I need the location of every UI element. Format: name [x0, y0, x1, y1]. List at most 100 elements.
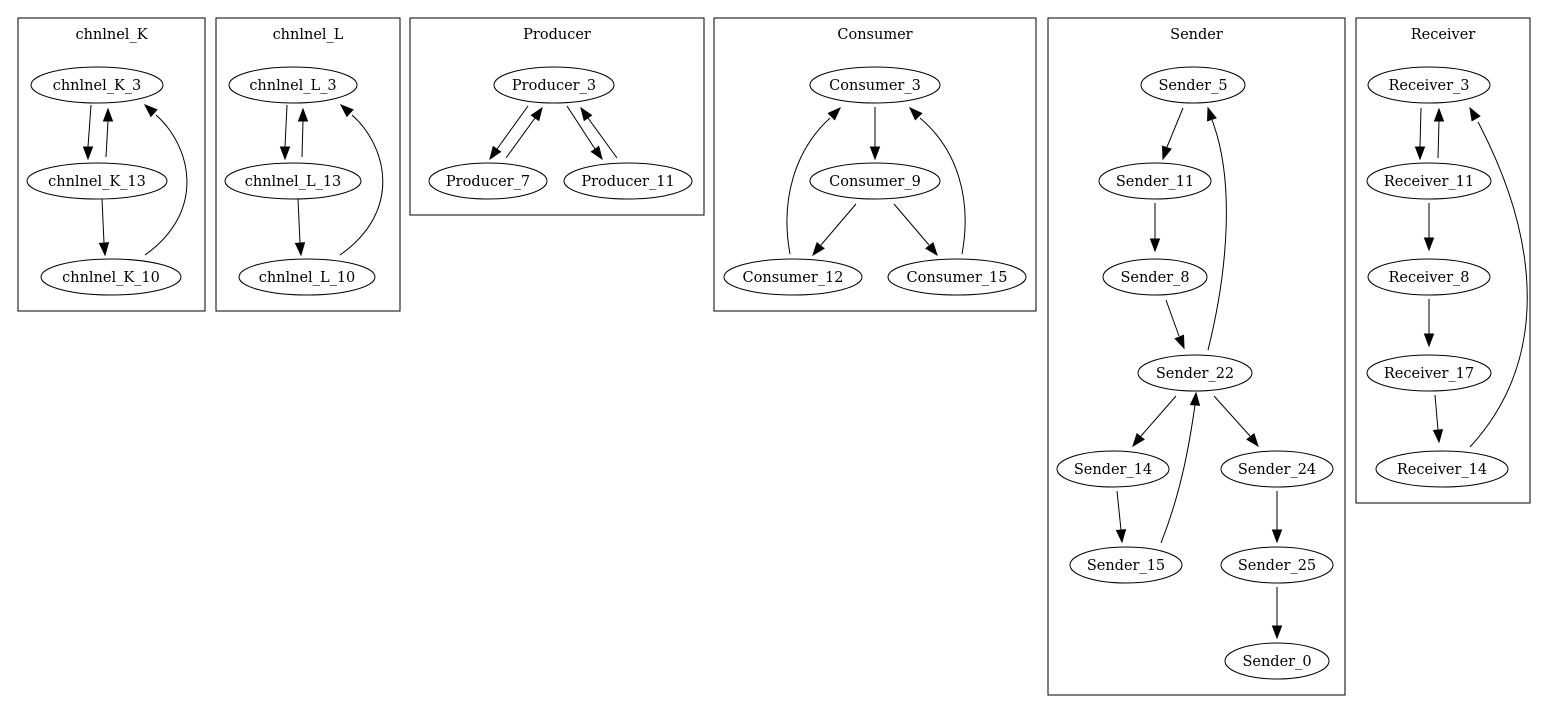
edge-Producer_3-to-Producer_11	[566, 105, 603, 161]
edge-line	[1165, 299, 1180, 337]
node-ellipse	[1224, 642, 1330, 680]
cluster-chnlnel_L: chnlnel_L	[215, 17, 401, 312]
cluster-label: Producer	[523, 27, 591, 43]
cluster-box	[1047, 17, 1346, 696]
arrowhead	[1433, 107, 1445, 122]
node-ellipse	[809, 66, 941, 104]
arrowhead	[1206, 106, 1217, 122]
node-label: Sender_11	[1116, 174, 1194, 190]
node-label: Sender_5	[1158, 78, 1227, 94]
node-ellipse	[887, 258, 1027, 296]
edge-line	[301, 120, 304, 158]
edge-line	[1207, 119, 1227, 351]
edge-Sender_15-to-Sender_22	[1160, 391, 1201, 544]
node-ellipse	[1220, 546, 1334, 584]
arrowhead	[580, 106, 593, 122]
node-chnlnel_L_13: chnlnel_L_13	[224, 162, 362, 200]
node-ellipse	[563, 162, 693, 200]
node-Sender_22: Sender_22	[1137, 354, 1253, 392]
node-Sender_11: Sender_11	[1098, 162, 1212, 200]
edge-line	[144, 114, 188, 256]
arrowhead	[827, 106, 842, 121]
cluster-label: chnlnel_L	[273, 27, 344, 43]
node-ellipse	[809, 162, 941, 200]
node-chnlnel_L_10: chnlnel_L_10	[238, 258, 376, 296]
node-Receiver_14: Receiver_14	[1375, 450, 1509, 488]
arrowhead	[489, 145, 502, 161]
node-label: Receiver_17	[1384, 366, 1474, 382]
edge-Sender_25-to-Sender_0	[1271, 587, 1283, 640]
edge-line	[1166, 107, 1184, 148]
node-Sender_24: Sender_24	[1220, 450, 1334, 488]
cluster-Sender: Sender	[1047, 17, 1346, 696]
arrowhead	[1271, 625, 1283, 640]
edge-Sender_22-to-Sender_14	[1132, 395, 1177, 448]
edge-line	[893, 203, 930, 246]
edge-Sender_5-to-Sender_11	[1161, 107, 1184, 161]
node-label: Producer_3	[512, 78, 596, 94]
edge-Producer_11-to-Producer_3	[580, 106, 618, 159]
node-ellipse	[238, 258, 376, 296]
node-label: Sender_25	[1238, 558, 1316, 574]
edge-Receiver_8-to-Receiver_17	[1423, 299, 1435, 348]
edges-layer	[82, 104, 1528, 640]
node-label: Sender_14	[1074, 462, 1152, 478]
node-ellipse	[1069, 546, 1183, 584]
node-chnlnel_K_3: chnlnel_K_3	[30, 66, 164, 104]
node-label: chnlnel_K_3	[53, 78, 142, 94]
node-label: Receiver_11	[1384, 174, 1474, 190]
edge-Sender_8-to-Sender_22	[1165, 299, 1185, 350]
edge-line	[105, 120, 109, 158]
node-Sender_14: Sender_14	[1056, 450, 1170, 488]
node-Consumer_12: Consumer_12	[723, 258, 863, 296]
edge-Receiver_14-to-Receiver_3	[1469, 106, 1528, 448]
node-label: Receiver_8	[1388, 270, 1469, 286]
arrowhead	[1115, 529, 1127, 544]
edge-Receiver_11-to-Receiver_3	[1433, 107, 1445, 159]
edge-Sender_22-to-Sender_24	[1213, 395, 1259, 448]
edge-Producer_3-to-Producer_7	[489, 105, 529, 161]
edge-line	[1419, 107, 1422, 148]
node-chnlnel_K_10: chnlnel_K_10	[40, 258, 182, 296]
nodes-layer: chnlnel_K_3 chnlnel_K_13 chnlnel_K_10 chnln…	[26, 66, 1509, 680]
arrowhead	[1161, 145, 1172, 161]
edge-line	[1434, 394, 1439, 431]
node-ellipse	[1056, 450, 1170, 488]
node-label: Consumer_15	[907, 270, 1008, 286]
node-ellipse	[1140, 66, 1246, 104]
node-ellipse	[26, 162, 168, 200]
node-ellipse	[224, 162, 362, 200]
cluster-box	[1355, 17, 1531, 504]
arrowhead	[339, 104, 354, 118]
arrowhead	[1132, 432, 1145, 448]
cluster-label: Sender	[1170, 27, 1223, 43]
node-label: chnlnel_K_13	[48, 174, 146, 190]
node-label: Producer_7	[446, 174, 530, 190]
node-ellipse	[428, 162, 548, 200]
edge-line	[1160, 404, 1196, 544]
edge-Sender_11-to-Sender_8	[1149, 203, 1161, 253]
edge-line	[1116, 490, 1122, 531]
cluster-label: chnlnel_K	[75, 27, 148, 43]
arrowhead	[1246, 432, 1259, 448]
edge-chnlnel_K_13-to-chnlnel_K_10	[98, 198, 110, 257]
node-ellipse	[1220, 450, 1334, 488]
node-ellipse	[1366, 162, 1492, 200]
node-ellipse	[1102, 258, 1208, 296]
node-label: Receiver_14	[1397, 462, 1487, 478]
node-label: Consumer_3	[829, 78, 921, 94]
cluster-chnlnel_K: chnlnel_K	[17, 17, 206, 312]
node-label: Receiver_3	[1388, 78, 1469, 94]
cluster-label: Consumer	[837, 27, 912, 43]
node-label: chnlnel_L_13	[245, 174, 342, 190]
arrowhead	[297, 107, 309, 122]
node-label: Sender_8	[1120, 270, 1189, 286]
edge-chnlnel_L_3-to-chnlnel_L_13	[279, 104, 291, 161]
node-label: Sender_22	[1156, 366, 1234, 382]
node-Sender_5: Sender_5	[1140, 66, 1246, 104]
node-ellipse	[493, 66, 615, 104]
edge-line	[1140, 395, 1177, 437]
node-label: Sender_24	[1238, 462, 1316, 478]
